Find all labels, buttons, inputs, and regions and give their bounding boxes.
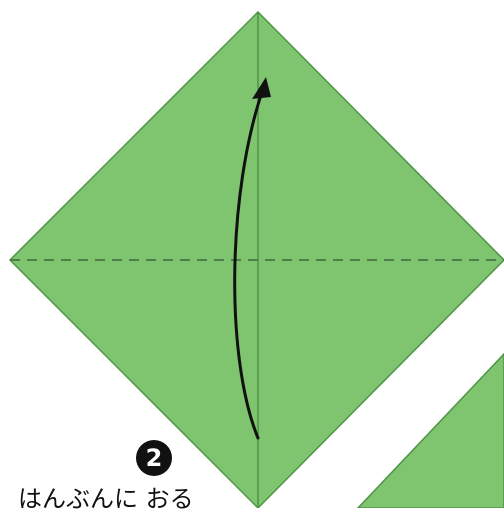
step-number-badge-icon: 2 bbox=[136, 440, 172, 476]
step-instruction-text: はんぶんに おる bbox=[18, 485, 194, 513]
fold-direction-arrow bbox=[233, 84, 266, 440]
next-step-paper-preview bbox=[356, 352, 504, 508]
step-number: 2 bbox=[145, 444, 163, 472]
fold-arrowhead-icon bbox=[252, 77, 271, 99]
